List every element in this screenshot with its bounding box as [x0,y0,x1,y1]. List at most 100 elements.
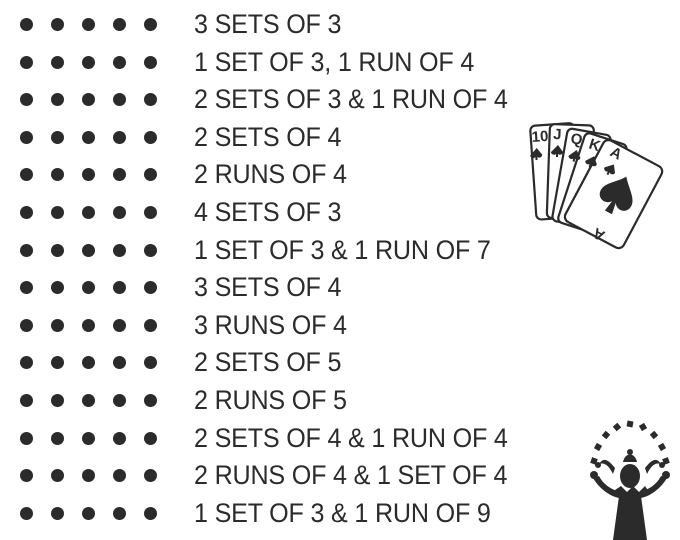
score-dots [20,232,157,269]
score-dot-checkbox[interactable] [82,18,95,31]
score-dots [20,457,157,494]
score-dots [20,81,157,118]
contract-row: 2 SETS OF 3 & 1 RUN OF 4 [0,81,600,118]
score-dot-checkbox[interactable] [82,506,95,520]
score-dot-checkbox[interactable] [82,318,95,332]
score-dot-checkbox[interactable] [144,130,157,144]
score-dot-checkbox[interactable] [82,168,95,182]
score-dot-checkbox[interactable] [20,243,33,257]
score-dot-checkbox[interactable] [113,318,126,332]
score-dot-checkbox[interactable] [113,93,126,107]
score-dot-checkbox[interactable] [20,318,33,332]
contract-row: 4 SETS OF 3 [0,194,600,231]
card-rank-k: K [587,136,603,156]
contract-label: 2 SETS OF 3 & 1 RUN OF 4 [194,84,508,115]
contract-row: 2 SETS OF 4 & 1 RUN OF 4 [0,420,600,457]
score-dots [20,307,157,344]
score-dot-checkbox[interactable] [51,281,64,295]
score-dot-checkbox[interactable] [113,243,126,257]
score-dot-checkbox[interactable] [20,206,33,219]
score-dot-checkbox[interactable] [82,206,95,219]
contract-row: 2 SETS OF 5 [0,344,600,381]
score-dot-checkbox[interactable] [82,55,95,69]
spade-pip-icon [585,156,597,168]
score-dot-checkbox[interactable] [51,168,64,182]
score-dot-checkbox[interactable] [51,431,64,445]
score-dot-checkbox[interactable] [51,55,64,69]
score-dot-checkbox[interactable] [144,431,157,445]
score-dot-checkbox[interactable] [113,506,126,520]
score-dot-checkbox[interactable] [113,469,126,483]
score-dot-checkbox[interactable] [113,168,126,182]
score-dot-checkbox[interactable] [144,18,157,31]
score-dots [20,194,157,231]
score-dot-checkbox[interactable] [113,394,126,407]
score-dot-checkbox[interactable] [51,18,64,31]
score-dot-checkbox[interactable] [113,55,126,69]
score-dots [20,44,157,81]
score-dot-checkbox[interactable] [113,206,126,219]
score-dot-checkbox[interactable] [51,243,64,257]
score-dot-checkbox[interactable] [51,469,64,483]
contract-label: 3 RUNS OF 4 [194,309,347,340]
score-dot-checkbox[interactable] [51,394,64,407]
score-dot-checkbox[interactable] [20,130,33,144]
score-dot-checkbox[interactable] [113,18,126,31]
score-dot-checkbox[interactable] [20,18,33,31]
score-dot-checkbox[interactable] [144,318,157,332]
contract-row: 3 SETS OF 3 [0,6,600,43]
score-dot-checkbox[interactable] [20,281,33,295]
score-dot-checkbox[interactable] [51,206,64,219]
score-dot-checkbox[interactable] [144,281,157,295]
score-dot-checkbox[interactable] [144,506,157,520]
contract-label: 1 SET OF 3 & 1 RUN OF 9 [194,497,491,528]
score-dot-checkbox[interactable] [113,130,126,144]
score-dot-checkbox[interactable] [20,469,33,483]
contract-label: 4 SETS OF 3 [194,197,342,227]
score-dot-checkbox[interactable] [82,431,95,445]
contract-label: 3 SETS OF 4 [194,272,342,303]
spade-pip-icon [568,150,581,162]
score-dot-checkbox[interactable] [144,356,157,370]
score-dot-checkbox[interactable] [51,356,64,370]
score-dots [20,119,157,156]
score-dot-checkbox[interactable] [144,206,157,219]
score-dot-checkbox[interactable] [144,55,157,69]
score-dot-checkbox[interactable] [144,243,157,257]
score-dots [20,495,157,532]
ace-center-spade-icon [599,176,633,215]
score-dot-checkbox[interactable] [144,93,157,107]
score-dot-checkbox[interactable] [20,394,33,407]
contract-label: 2 RUNS OF 4 [194,159,347,190]
contract-row: 2 RUNS OF 5 [0,382,600,419]
score-dots [20,156,157,193]
score-dot-checkbox[interactable] [51,506,64,520]
score-dot-checkbox[interactable] [113,431,126,445]
score-dot-checkbox[interactable] [51,130,64,144]
score-dot-checkbox[interactable] [82,130,95,144]
contract-row: 1 SET OF 3, 1 RUN OF 4 [0,44,600,81]
spade-pip-icon [530,148,543,161]
score-dot-checkbox[interactable] [20,356,33,370]
score-dot-checkbox[interactable] [144,394,157,407]
score-dot-checkbox[interactable] [82,243,95,257]
score-dots [20,269,157,306]
score-dot-checkbox[interactable] [82,356,95,370]
score-dot-checkbox[interactable] [20,168,33,182]
score-dots [20,344,157,381]
score-dot-checkbox[interactable] [144,469,157,483]
score-dot-checkbox[interactable] [82,394,95,407]
score-dot-checkbox[interactable] [113,281,126,295]
score-dot-checkbox[interactable] [82,93,95,107]
score-dot-checkbox[interactable] [20,55,33,69]
score-dot-checkbox[interactable] [113,356,126,370]
score-dot-checkbox[interactable] [20,506,33,520]
score-dot-checkbox[interactable] [20,431,33,445]
score-dot-checkbox[interactable] [51,93,64,107]
score-dot-checkbox[interactable] [82,281,95,295]
score-dot-checkbox[interactable] [51,318,64,332]
score-dot-checkbox[interactable] [82,469,95,483]
score-dot-checkbox[interactable] [20,93,33,107]
score-dot-checkbox[interactable] [144,168,157,182]
